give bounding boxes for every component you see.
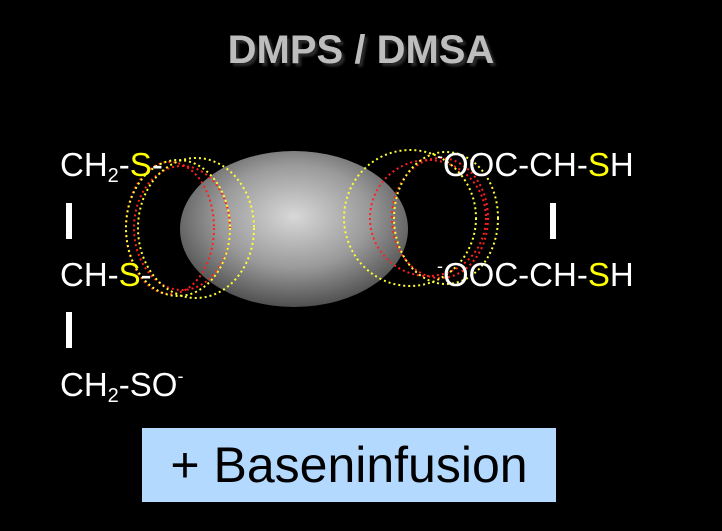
dmps-row1: CH2-S- xyxy=(60,146,163,187)
metal-ion-ellipse xyxy=(180,151,408,307)
sulfur-atom: S xyxy=(587,256,610,293)
dmps-bond-1 xyxy=(66,203,72,239)
sulfur-atom: S xyxy=(587,146,610,183)
dmsa-row2: -OOC-CH-SH xyxy=(437,256,634,293)
base-infusion-note: + Baseninfusion xyxy=(142,428,556,502)
dmsa-bond-1 xyxy=(550,203,556,239)
dmps-row2: CH-S- xyxy=(60,256,152,293)
right-binding-rings xyxy=(343,149,499,287)
dmsa-row1: -OOC-CH-SH xyxy=(437,146,634,183)
slide-title: DMPS / DMSA xyxy=(227,28,495,72)
left-ring-yellow-2 xyxy=(137,157,255,299)
left-ring-yellow-1 xyxy=(125,159,231,297)
right-ring-yellow-2 xyxy=(393,151,499,285)
sulfur-atom: S xyxy=(129,146,152,183)
left-binding-rings xyxy=(125,157,255,299)
right-ring-red-1 xyxy=(369,159,487,277)
dmps-row3: CH2-SO- xyxy=(60,366,184,407)
dmps-bond-2 xyxy=(66,312,72,348)
right-ring-red-2 xyxy=(391,157,489,279)
left-ring-red-1 xyxy=(125,161,215,295)
sulfur-atom: S xyxy=(118,256,141,293)
right-ring-yellow-1 xyxy=(343,149,477,287)
